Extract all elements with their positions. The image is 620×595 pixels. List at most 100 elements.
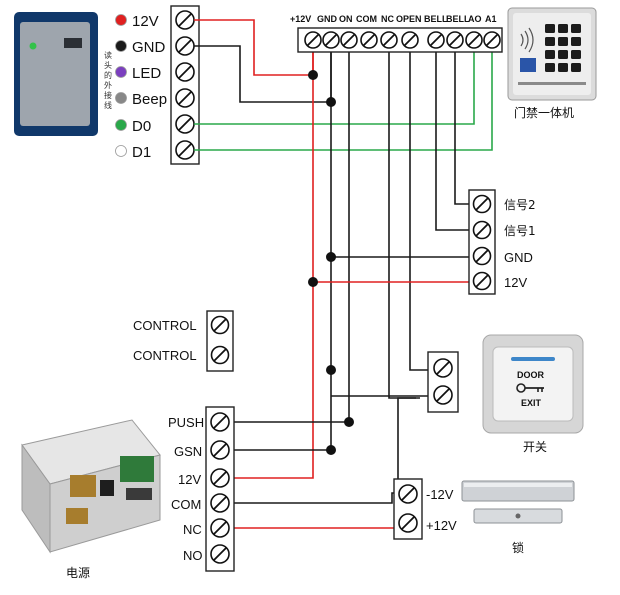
junction-dot — [344, 417, 354, 427]
junction-dot — [308, 70, 318, 80]
color-dot-icon — [115, 66, 127, 78]
doorbell-label: 信号1 — [504, 224, 536, 238]
screw-icon — [472, 194, 492, 214]
color-dot-icon — [115, 145, 127, 157]
psu-board — [120, 456, 154, 482]
screw-icon — [175, 114, 195, 134]
terminal-label: OPEN — [396, 14, 422, 24]
junction-dot — [326, 365, 336, 375]
reader-pin-label: D0 — [132, 118, 151, 135]
reader-led-icon — [29, 42, 37, 50]
terminal-label: A1 — [485, 14, 497, 24]
lock-caption: 锁 — [512, 540, 524, 555]
power-label: NO — [183, 548, 203, 563]
exit-button-indicator — [511, 357, 555, 361]
color-dot-icon — [115, 119, 127, 131]
card-logo-icon — [520, 58, 536, 72]
control-terminal-block: CONTROL CONTROL — [133, 310, 234, 372]
screw-icon — [175, 88, 195, 108]
terminal-block-frame — [205, 406, 235, 572]
psu-terminals — [126, 488, 152, 500]
lock-label: -12V — [426, 487, 454, 502]
junctions — [308, 70, 354, 455]
terminal-label: GND — [317, 14, 338, 24]
screw-icon — [210, 518, 230, 538]
screw-icon — [472, 246, 492, 266]
access-control-caption: 门禁一体机 — [514, 105, 574, 120]
doorbell-label: 信号2 — [504, 198, 536, 212]
keypad-fine-print — [518, 82, 586, 85]
screw-icon — [433, 358, 453, 378]
junction-dot — [326, 445, 336, 455]
screw-icon — [483, 31, 501, 49]
exit-switch-terminal — [427, 351, 459, 413]
screw-icon — [472, 220, 492, 240]
wire-open — [409, 42, 432, 371]
wire-bell-2 — [454, 42, 475, 205]
lock-label: +12V — [426, 518, 457, 533]
psu-capacitor — [100, 480, 114, 496]
screw-icon — [398, 484, 418, 504]
screw-icon — [304, 31, 322, 49]
color-dot-icon — [115, 14, 127, 26]
exit-button-caption: 开关 — [523, 440, 547, 454]
screw-icon — [210, 544, 230, 564]
reader-side-note: 读 头 的 外 接 线 — [104, 50, 112, 110]
terminal-label: NC — [381, 14, 394, 24]
reader-window — [64, 38, 82, 48]
screw-icon — [210, 345, 230, 365]
doorbell-label: 12V — [504, 275, 527, 290]
screw-icon — [340, 31, 358, 49]
screw-icon — [398, 513, 418, 533]
card-reader — [14, 12, 98, 136]
keypad-icon — [545, 24, 581, 72]
power-label: COM — [171, 497, 201, 512]
screw-icon — [433, 385, 453, 405]
reader-pin-label: 12V — [132, 13, 159, 30]
wire-lock-lead — [397, 397, 420, 493]
reader-pin-12v: 12V — [115, 13, 159, 30]
wires — [194, 19, 493, 529]
card-reader-face — [20, 22, 90, 126]
power-label: GSN — [174, 444, 202, 459]
reader-pin-led: LED — [115, 65, 161, 82]
power-label: 12V — [178, 472, 201, 487]
control-label: CONTROL — [133, 348, 197, 363]
wire-d0 — [194, 42, 475, 125]
wire-reader-12v — [194, 19, 314, 76]
side-note-c6: 线 — [104, 100, 112, 110]
junction-dot — [308, 277, 318, 287]
exit-button: DOOR EXIT 开关 — [482, 334, 584, 454]
controller-terminal-strip: +12V GND ON COM NC OPEN BELL BELL AO A1 — [290, 14, 503, 53]
screw-icon — [175, 140, 195, 160]
terminal-label: COM — [356, 14, 377, 24]
magnetic-lock: 锁 — [461, 480, 575, 555]
power-supply-caption: 电源 — [66, 566, 90, 580]
terminal-label: ON — [339, 14, 353, 24]
junction-dot — [326, 252, 336, 262]
screw-icon — [401, 31, 419, 49]
screw-icon — [360, 31, 378, 49]
reader-pin-d1: D1 — [115, 144, 151, 161]
side-note-c3: 的 — [104, 70, 112, 80]
side-note-c5: 接 — [104, 90, 112, 100]
reader-pin-beep: Beep — [115, 91, 167, 108]
lock-screw-icon — [515, 513, 521, 519]
screw-icon — [175, 10, 195, 30]
access-control-unit: 门禁一体机 — [507, 7, 597, 120]
psu-coil — [66, 508, 88, 524]
lock-magnet-highlight — [464, 483, 572, 487]
exit-face-line1: DOOR — [517, 370, 545, 380]
power-label: NC — [183, 522, 202, 537]
screw-icon — [210, 412, 230, 432]
terminal-label: BELL — [446, 14, 470, 24]
psu-side — [21, 443, 51, 554]
reader-pin-d0: D0 — [115, 118, 151, 135]
terminal-block-frame — [170, 5, 200, 165]
screw-icon — [472, 271, 492, 291]
power-terminal-block: PUSH GSN 12V COM NC NO — [168, 406, 235, 572]
wire-nc — [388, 42, 416, 399]
lock-terminal-block: -12V +12V — [393, 478, 457, 540]
screw-icon — [210, 468, 230, 488]
power-supply: 电源 — [21, 419, 161, 580]
